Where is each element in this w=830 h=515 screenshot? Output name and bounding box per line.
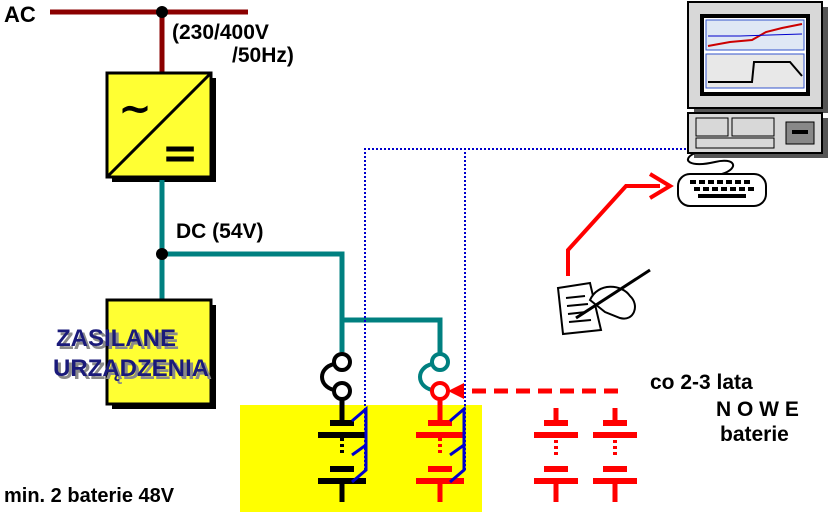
battery-string-new xyxy=(416,352,466,502)
loads-label-line1: ZASILANE xyxy=(56,325,176,352)
min-batteries-label: min. 2 baterie 48V xyxy=(4,485,175,507)
dc-line xyxy=(159,180,443,360)
ac-junction xyxy=(156,6,168,18)
spare-battery-1 xyxy=(534,408,578,502)
keyboard xyxy=(677,152,767,207)
terminal-open xyxy=(332,352,352,372)
labels-shadow: ZASILANE URZĄDZENIA xyxy=(56,328,212,385)
ac-line xyxy=(50,9,248,78)
replace-label-line1: co 2-3 lata xyxy=(650,371,753,394)
terminal-red xyxy=(430,381,450,401)
spare-batteries xyxy=(534,408,637,502)
terminal-connected xyxy=(332,381,352,401)
loads-label-shadow-2: URZĄDZENIA xyxy=(56,358,212,385)
ac-label: AC xyxy=(4,2,36,27)
replace-label-line2: N O W E xyxy=(716,398,799,421)
rectifier-dc-symbol: = xyxy=(162,128,199,179)
voltage-label-line1: (230/400V xyxy=(172,21,269,44)
dc-label: DC (54V) xyxy=(176,220,264,243)
system-unit xyxy=(687,112,828,158)
loads-label-shadow-1: ZASILANE xyxy=(59,328,179,355)
loads-label-line2: URZĄDZENIA xyxy=(53,355,209,382)
rectifier-block: ~ = xyxy=(105,71,216,182)
dc-junction xyxy=(156,248,168,260)
manual-record-icon xyxy=(556,268,651,336)
record-arrow xyxy=(566,172,674,276)
terminal-open-teal xyxy=(430,352,450,372)
battery-string-existing xyxy=(318,352,368,502)
spare-battery-2 xyxy=(593,408,637,502)
rectifier-ac-symbol: ~ xyxy=(118,86,152,132)
loads-block xyxy=(105,298,216,409)
replace-label-line3: baterie xyxy=(720,423,789,446)
voltage-label-line2: /50Hz) xyxy=(232,44,294,67)
replacement-arrow xyxy=(448,383,618,399)
computer xyxy=(677,1,828,207)
monitor xyxy=(687,1,828,113)
